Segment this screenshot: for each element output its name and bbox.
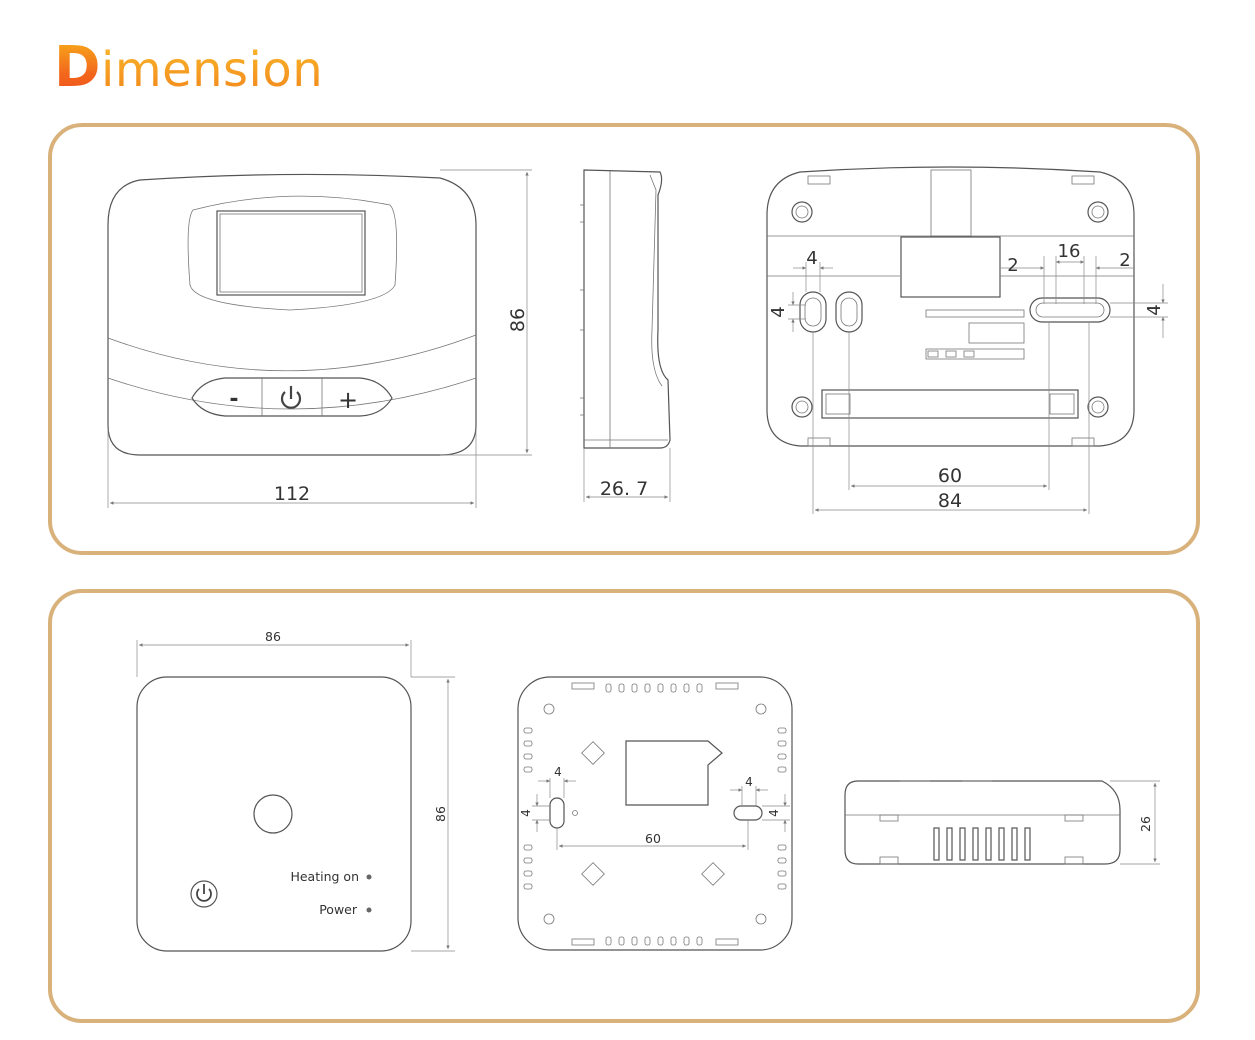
back-gap-right-label: 2 [1119,250,1130,271]
back-hole-spacing-label: 60 [938,465,962,487]
receiver-front-view: Heating on Power 86 86 [136,629,455,952]
front-width-label: 112 [274,483,310,505]
thermostat-side-view: 26. 7 [580,169,671,502]
side-depth-label: 26. 7 [600,478,648,500]
plus-button-label: + [338,386,358,414]
title-rest: imension [100,42,324,98]
back-hole-width-label: 4 [806,248,817,269]
receiver-dimension-panel [48,589,1200,1023]
thermostat-dimension-panel [48,123,1200,555]
receiver-depth-label: 26 [1138,816,1153,832]
thermostat-front-view: - + 112 86 [107,169,532,508]
back-slot-height-label: 4 [1144,304,1165,315]
back-slot-length-label: 16 [1058,241,1081,262]
receiver-side-view: 26 [844,780,1160,865]
page-title: Dimension [54,40,323,96]
receiver-back-hole-height-right-label: 4 [767,809,781,817]
receiver-back-view: 4 4 4 4 60 [517,676,793,951]
back-gap-left-label: 2 [1007,255,1018,276]
receiver-back-hole-spacing-label: 60 [645,831,661,846]
minus-button-label: - [229,387,238,412]
receiver-power-icon [190,880,218,908]
receiver-height-label: 86 [433,806,448,822]
thermostat-back-view: 4 4 2 16 2 4 60 84 [766,166,1168,514]
heating-on-label: Heating on [290,869,359,884]
power-led [366,907,372,913]
heating-led [366,874,372,880]
back-hole-height-label: 4 [768,306,789,317]
front-height-label: 86 [507,308,529,332]
title-initial: D [54,35,101,100]
receiver-width-label: 86 [265,629,281,644]
receiver-back-hole-height-left-label: 4 [519,809,533,817]
power-label: Power [319,902,358,917]
power-icon [280,386,302,409]
back-outer-spacing-label: 84 [938,490,962,512]
receiver-back-hole-width-left-label: 4 [554,765,562,779]
receiver-back-hole-width-right-label: 4 [745,775,753,789]
